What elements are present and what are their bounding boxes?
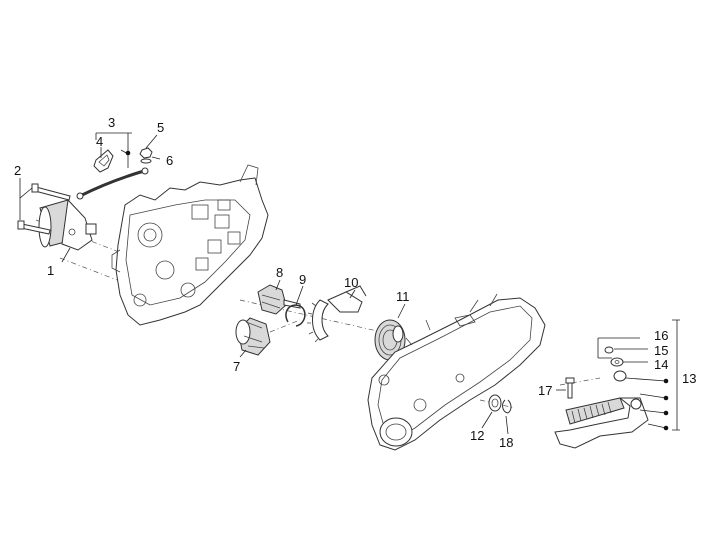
callout-2: 2	[14, 163, 21, 178]
small-washers	[604, 346, 627, 382]
callout-13: 13	[682, 371, 696, 386]
circlip	[285, 304, 306, 327]
gear	[257, 284, 301, 315]
callout-16: 16	[654, 328, 668, 343]
callout-11: 11	[396, 289, 410, 304]
callout-6: 6	[166, 153, 173, 168]
washer-and-clip	[488, 394, 512, 414]
callout-labels: 1 2 3 4 5 6 7 8 9 10 11 12 13 14 15 16 1…	[14, 115, 696, 450]
callout-5: 5	[157, 120, 164, 135]
crankcase	[111, 164, 269, 326]
reference-dots	[125, 150, 669, 431]
callout-1: 1	[47, 263, 54, 278]
callout-8: 8	[276, 265, 283, 280]
kickstart-sector	[307, 285, 367, 343]
starter-motor	[38, 198, 97, 251]
callout-7: 7	[233, 359, 240, 374]
callout-14: 14	[654, 357, 668, 372]
return-spring	[374, 319, 406, 361]
nut-and-washer	[139, 147, 153, 164]
callout-18: 18	[499, 435, 513, 450]
starter-cable	[76, 149, 149, 200]
callout-10: 10	[344, 275, 358, 290]
callout-12: 12	[470, 428, 484, 443]
transmission-cover	[367, 293, 546, 451]
callout-9: 9	[299, 272, 306, 287]
starter-screws	[17, 183, 71, 235]
starter-pinion	[235, 317, 271, 356]
bolt	[565, 377, 575, 399]
leader-lines	[19, 132, 680, 435]
callout-4: 4	[96, 134, 103, 149]
callout-15: 15	[654, 343, 668, 358]
callout-3: 3	[108, 115, 115, 130]
kickstart-lever	[554, 397, 649, 449]
callout-17: 17	[538, 383, 552, 398]
